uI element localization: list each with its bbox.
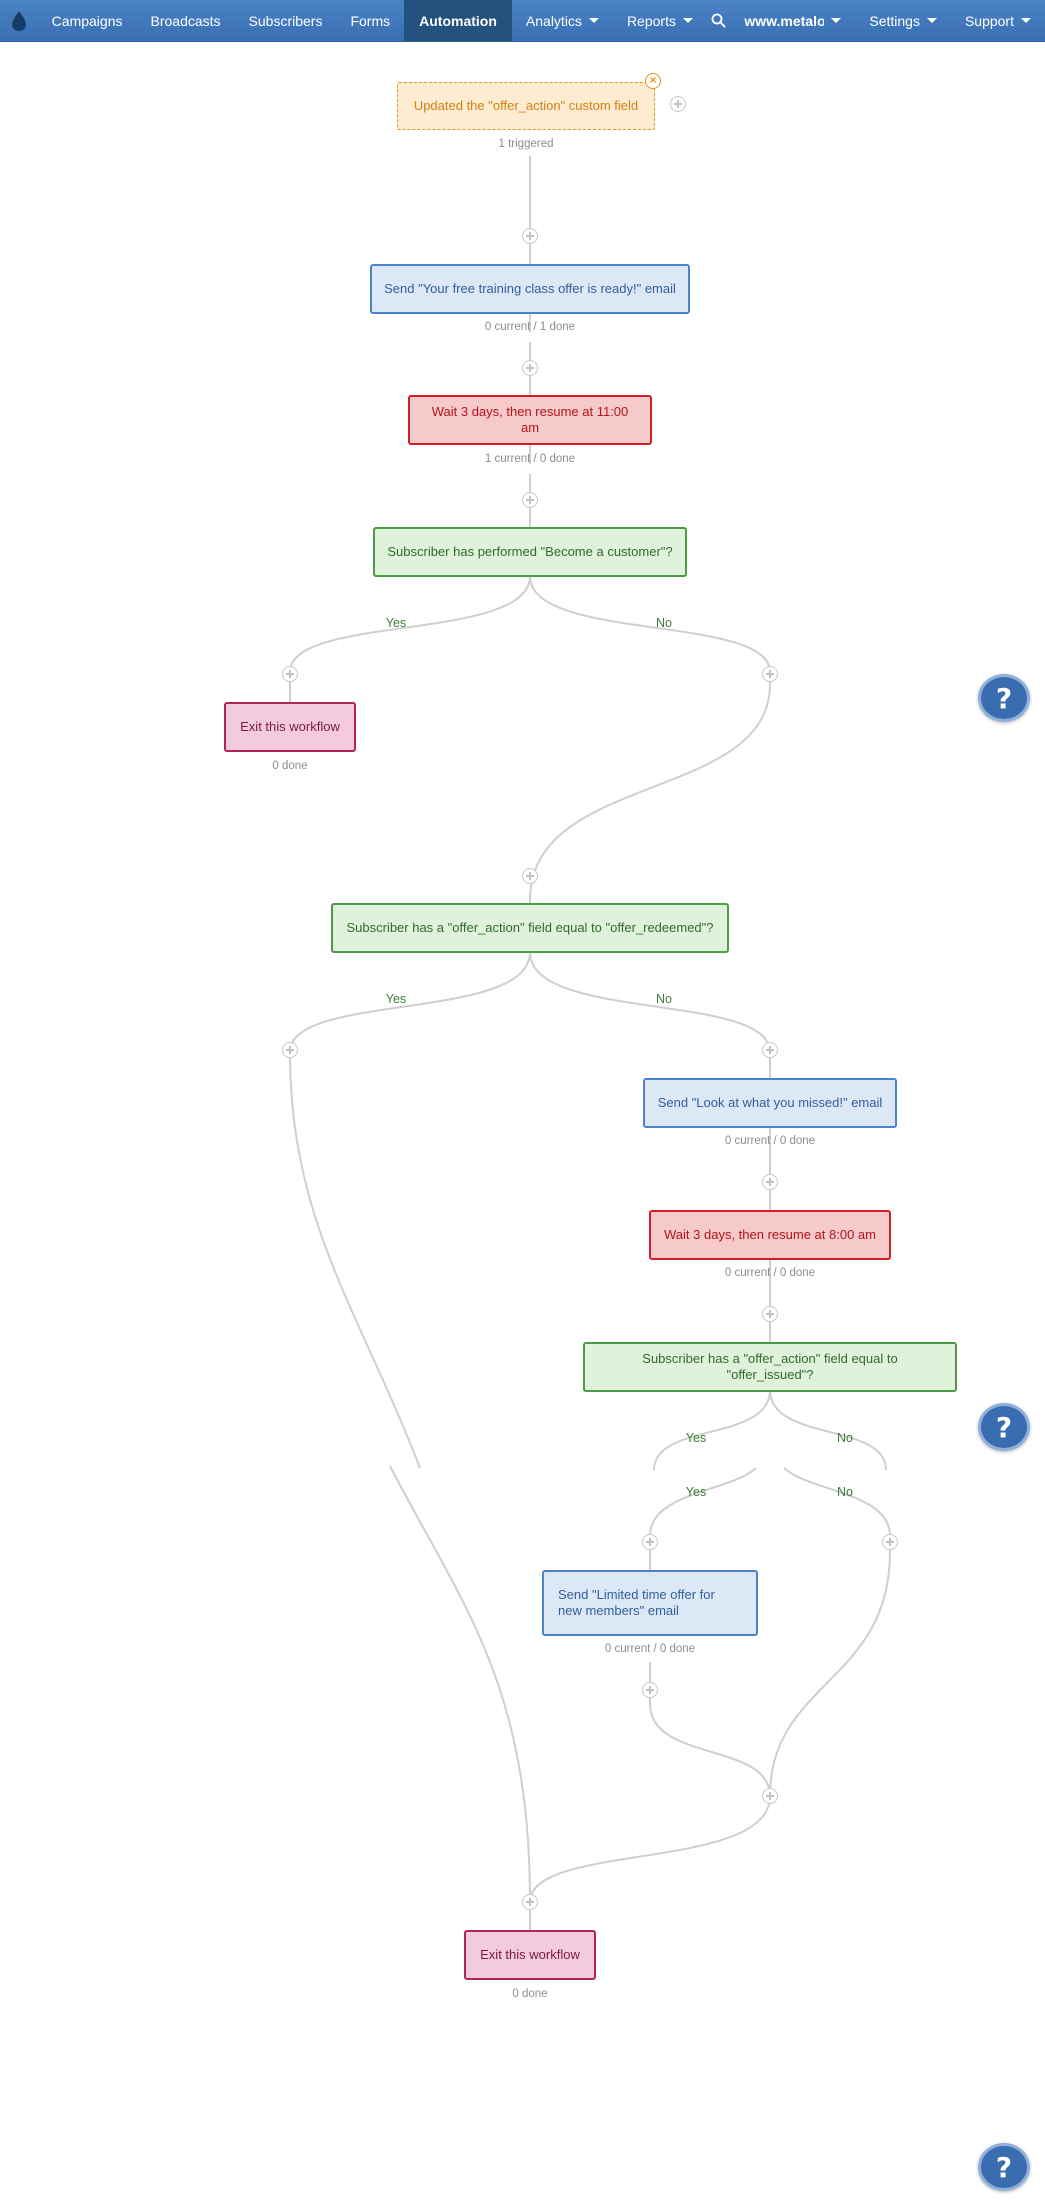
add-step-icon[interactable] [762,1788,778,1804]
add-step-icon[interactable] [522,360,538,376]
email-label: Send "Limited time offer for new members… [558,1587,715,1618]
droplet-icon [11,10,26,31]
help-button[interactable]: ? [978,1403,1030,1451]
add-step-icon[interactable] [642,1534,658,1550]
nav-label: Analytics [525,12,582,29]
top-navbar: Campaigns Broadcasts Subscribers Forms A… [0,0,1045,42]
exit-workflow-node[interactable]: Exit this workflow [224,702,356,752]
condition-label: Subscriber has performed "Become a custo… [387,544,673,559]
question-icon: ? [995,1410,1013,1444]
nav-label: Subscribers [248,12,323,29]
workflow-connectors [289,156,891,1930]
email-label: Send "Your free training class offer is … [384,281,676,296]
add-step-icon[interactable] [522,1894,538,1910]
nav-label: Reports [626,12,676,29]
nav-label: Forms [350,12,391,29]
trigger-node[interactable]: Updated the "offer_action" custom field [397,82,655,130]
branch-no-label: No [837,1431,853,1445]
add-step-icon[interactable] [670,96,686,112]
condition-node-offer-redeemed[interactable]: Subscriber has a "offer_action" field eq… [331,903,729,953]
add-step-icon[interactable] [762,1042,778,1058]
wait-stat: 1 current / 0 done [484,453,576,465]
email-stat: 0 current / 0 done [724,1135,816,1147]
exit-label: Exit this workflow [240,719,340,734]
search-icon [711,13,726,28]
branch-no-label: No [837,1485,853,1499]
exit-stat: 0 done [512,1988,548,2000]
trigger-stat: 1 triggered [498,138,554,150]
branch-no-label: No [656,616,672,630]
add-step-icon[interactable] [522,492,538,508]
wait-label: Wait 3 days, then resume at 11:00 am [431,404,629,435]
branch-no-label: No [656,992,672,1006]
chevron-down-icon [1021,18,1031,23]
email-label: Send "Look at what you missed!" email [657,1095,883,1110]
nav-settings[interactable]: Settings [855,0,951,41]
nav-automation[interactable]: Automation [404,0,512,41]
wait-stat: 0 current / 0 done [724,1267,816,1279]
nav-broadcasts[interactable]: Broadcasts [137,0,235,41]
question-icon: ? [995,681,1013,715]
question-icon: ? [995,2150,1013,2184]
add-step-icon[interactable] [762,1174,778,1190]
email-node-limited-time-offer[interactable]: Send "Limited time offer for new members… [542,1570,758,1636]
wait-node-3-days-11am[interactable]: Wait 3 days, then resume at 11:00 am [408,395,652,445]
nav-reports[interactable]: Reports [613,0,707,41]
branch-yes-label: Yes [385,992,407,1006]
nav-analytics[interactable]: Analytics [512,0,613,41]
email-stat: 0 current / 0 done [604,1643,696,1655]
exit-workflow-node[interactable]: Exit this workflow [464,1930,596,1980]
nav-label: Settings [869,12,920,29]
logo[interactable] [0,0,38,41]
branch-yes-label: Yes [385,616,407,630]
condition-node-offer-issued[interactable]: Subscriber has a "offer_action" field eq… [583,1342,957,1392]
nav-label: Automation [419,12,497,29]
nav-subscribers[interactable]: Subscribers [235,0,337,41]
exit-label: Exit this workflow [480,1947,580,1962]
nav-support[interactable]: Support [951,0,1045,41]
help-button[interactable]: ? [978,2143,1030,2191]
trigger-label: Updated the "offer_action" custom field [413,98,639,113]
nav-forms[interactable]: Forms [336,0,404,41]
nav-label: Campaigns [51,12,123,29]
chevron-down-icon [831,18,842,23]
add-step-icon[interactable] [882,1534,898,1550]
add-step-icon[interactable] [522,228,538,244]
branch-yes-label: Yes [685,1485,707,1499]
email-node-free-training[interactable]: Send "Your free training class offer is … [370,264,690,314]
wait-node-3-days-8am[interactable]: Wait 3 days, then resume at 8:00 am [649,1210,891,1260]
add-step-icon[interactable] [762,666,778,682]
chevron-down-icon [588,18,599,23]
nav-label: Broadcasts [150,12,221,29]
workflow-canvas: Updated the "offer_action" custom field … [0,42,1045,2205]
branch-yes-label: Yes [685,1431,707,1445]
add-step-icon[interactable] [522,868,538,884]
email-node-look-what-you-missed[interactable]: Send "Look at what you missed!" email [643,1078,897,1128]
condition-node-become-customer[interactable]: Subscriber has performed "Become a custo… [373,527,687,577]
nav-search[interactable] [707,0,730,41]
add-step-icon[interactable] [282,1042,298,1058]
close-icon[interactable]: × [645,73,661,89]
add-step-icon[interactable] [762,1306,778,1322]
nav-account[interactable]: www.metaloc [730,0,855,41]
chevron-down-icon [682,18,693,23]
wait-label: Wait 3 days, then resume at 8:00 am [664,1227,876,1242]
nav-label: www.metaloc [744,12,825,29]
add-step-icon[interactable] [282,666,298,682]
nav-label: Support [964,12,1014,29]
add-step-icon[interactable] [642,1682,658,1698]
email-stat: 0 current / 1 done [484,321,576,333]
condition-label: Subscriber has a "offer_action" field eq… [346,920,714,935]
chevron-down-icon [926,18,937,23]
exit-stat: 0 done [272,760,308,772]
nav-campaigns[interactable]: Campaigns [38,0,137,41]
help-button[interactable]: ? [978,674,1030,722]
condition-label: Subscriber has a "offer_action" field eq… [642,1351,898,1382]
